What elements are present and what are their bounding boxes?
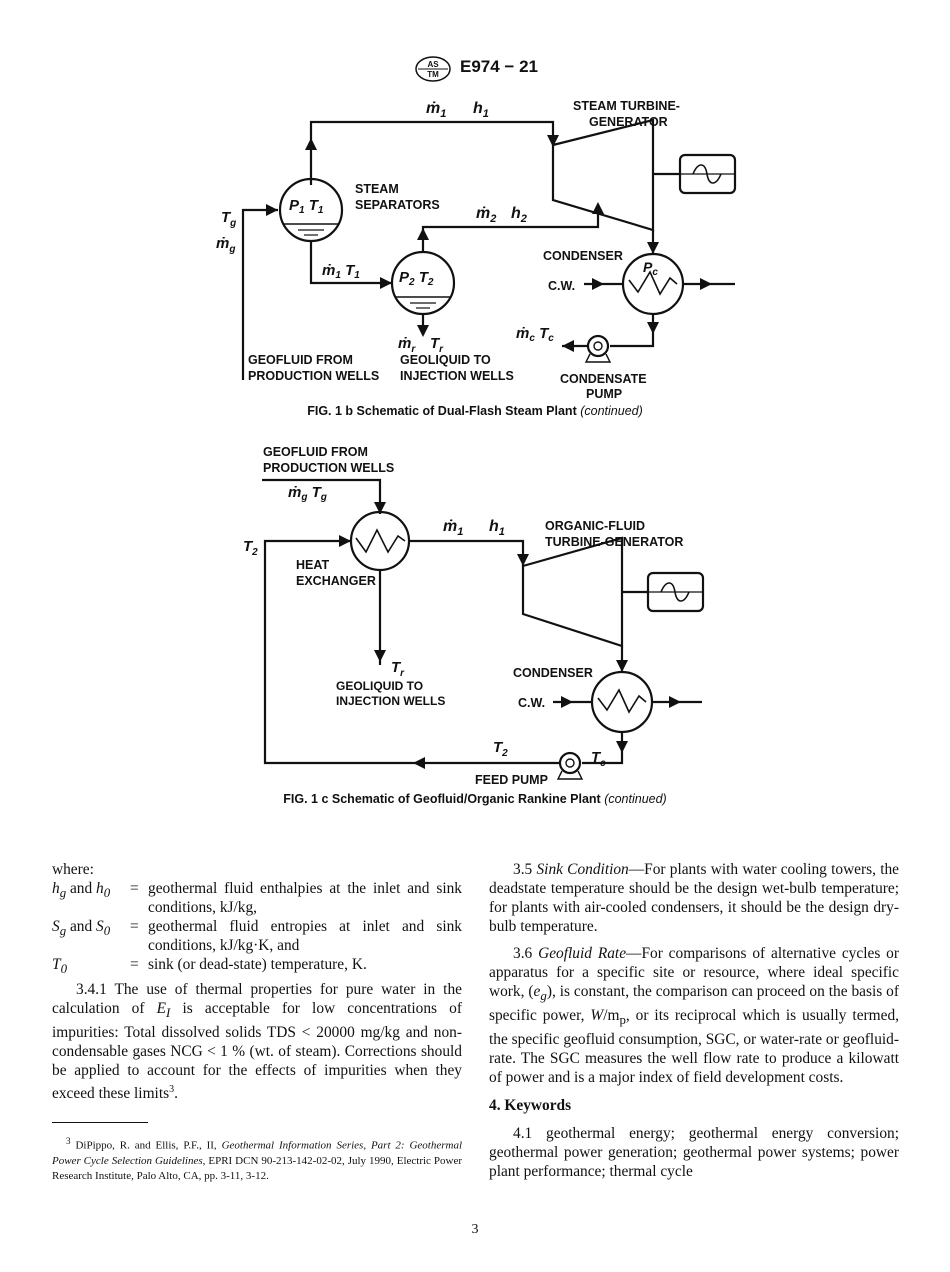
condensate-pump xyxy=(586,334,610,358)
svg-text:EXCHANGER: EXCHANGER xyxy=(296,574,376,588)
astm-logo-icon: AS TM xyxy=(415,56,451,82)
svg-text:GEOLIQUID TO: GEOLIQUID TO xyxy=(400,353,491,367)
svg-text:P2 T2: P2 T2 xyxy=(399,269,434,288)
definition-row: T0 = sink (or dead-state) temperature, K… xyxy=(52,956,367,977)
svg-text:Tg: Tg xyxy=(221,209,236,229)
paragraph-3-4-1: 3.4.1 The use of thermal properties for … xyxy=(52,981,462,1103)
svg-text:GEOFLUID FROM: GEOFLUID FROM xyxy=(263,445,368,459)
svg-text:Tc: Tc xyxy=(591,749,606,769)
svg-text:Pc: Pc xyxy=(643,259,658,278)
svg-text:INJECTION WELLS: INJECTION WELLS xyxy=(400,369,514,383)
svg-text:FEED PUMP: FEED PUMP xyxy=(475,773,548,787)
svg-text:GEOFLUID FROM: GEOFLUID FROM xyxy=(248,353,353,367)
svg-text:h1: h1 xyxy=(489,518,505,538)
svg-text:Tr: Tr xyxy=(430,335,444,355)
svg-text:ORGANIC-FLUID: ORGANIC-FLUID xyxy=(545,519,645,533)
figure-1b-caption: FIG. 1 b Schematic of Dual-Flash Steam P… xyxy=(307,404,643,418)
svg-text:CONDENSER: CONDENSER xyxy=(513,666,593,680)
right-column: 3.5 Sink Condition—For plants with water… xyxy=(489,860,899,1181)
variable-definitions: where: hg and h0 = geothermal fluid enth… xyxy=(52,860,462,979)
figure-1c-diagram: GEOFLUID FROM PRODUCTION WELLS ṁg Tg T2 … xyxy=(243,445,705,787)
svg-text:CONDENSER: CONDENSER xyxy=(543,249,623,263)
page-number: 3 xyxy=(471,1222,479,1237)
svg-text:SEPARATORS: SEPARATORS xyxy=(355,198,440,212)
document-number: E974 − 21 xyxy=(460,57,538,76)
svg-text:T2: T2 xyxy=(243,538,258,558)
paragraph-3-6: 3.6 Geofluid Rate—For comparisons of alt… xyxy=(489,945,900,1087)
svg-text:CONDENSATE: CONDENSATE xyxy=(560,372,647,386)
svg-text:P1 T1: P1 T1 xyxy=(289,197,324,216)
svg-text:h1: h1 xyxy=(473,100,489,120)
svg-text:STEAM TURBINE-: STEAM TURBINE- xyxy=(573,99,680,113)
svg-text:HEAT: HEAT xyxy=(296,558,329,572)
svg-text:ṁ1: ṁ1 xyxy=(443,518,463,538)
svg-text:GEOLIQUID TO: GEOLIQUID TO xyxy=(336,679,423,693)
svg-text:INJECTION WELLS: INJECTION WELLS xyxy=(336,694,445,708)
svg-text:PRODUCTION WELLS: PRODUCTION WELLS xyxy=(263,461,394,475)
svg-text:Tr: Tr xyxy=(391,659,405,679)
svg-text:C.W.: C.W. xyxy=(518,696,545,710)
paragraph-3-5: 3.5 Sink Condition—For plants with water… xyxy=(489,861,899,935)
svg-text:ṁr: ṁr xyxy=(398,335,416,355)
svg-text:PUMP: PUMP xyxy=(586,387,622,401)
where-label: where: xyxy=(52,861,94,878)
svg-text:GENERATOR: GENERATOR xyxy=(589,115,668,129)
svg-text:h2: h2 xyxy=(511,205,527,225)
steam-line-1 xyxy=(309,120,555,185)
svg-text:T2: T2 xyxy=(493,739,508,759)
footnote: 3 DiPippo, R. and Ellis, P.F., II, Geoth… xyxy=(52,1136,463,1182)
svg-text:ṁ1 T1: ṁ1 T1 xyxy=(322,262,360,281)
section-heading-keywords: 4. Keywords xyxy=(489,1097,572,1115)
svg-text:STEAM: STEAM xyxy=(355,182,399,196)
footnote-divider xyxy=(52,1122,148,1123)
svg-text:C.W.: C.W. xyxy=(548,279,575,293)
heat-exchanger xyxy=(349,510,411,572)
svg-text:ṁc Tc: ṁc Tc xyxy=(516,325,554,344)
figure-1c-caption: FIG. 1 c Schematic of Geofluid/Organic R… xyxy=(283,792,667,806)
figure-1b-diagram: ṁ1 h1 STEAM TURBINE- GENERATOR STEAM SEP… xyxy=(216,99,737,401)
svg-text:TURBINE-GENERATOR: TURBINE-GENERATOR xyxy=(545,535,683,549)
svg-text:PRODUCTION WELLS: PRODUCTION WELLS xyxy=(248,369,379,383)
organic-turbine xyxy=(521,536,624,648)
paragraph-4-1: 4.1 geothermal energy; geothermal energy… xyxy=(489,1125,899,1181)
svg-text:AS: AS xyxy=(427,60,439,69)
page-header: AS TM E974 − 21 xyxy=(0,56,950,82)
svg-text:ṁg: ṁg xyxy=(216,235,235,255)
svg-text:ṁ1: ṁ1 xyxy=(426,100,446,120)
definition-row: hg and h0 = geothermal fluid enthalpies … xyxy=(52,880,462,916)
svg-text:TM: TM xyxy=(427,70,439,79)
svg-text:ṁ2: ṁ2 xyxy=(476,205,496,225)
feed-pump xyxy=(558,751,582,775)
svg-text:ṁg Tg: ṁg Tg xyxy=(288,484,327,503)
definition-row: Sg and S0 = geothermal fluid entropies a… xyxy=(52,918,462,954)
